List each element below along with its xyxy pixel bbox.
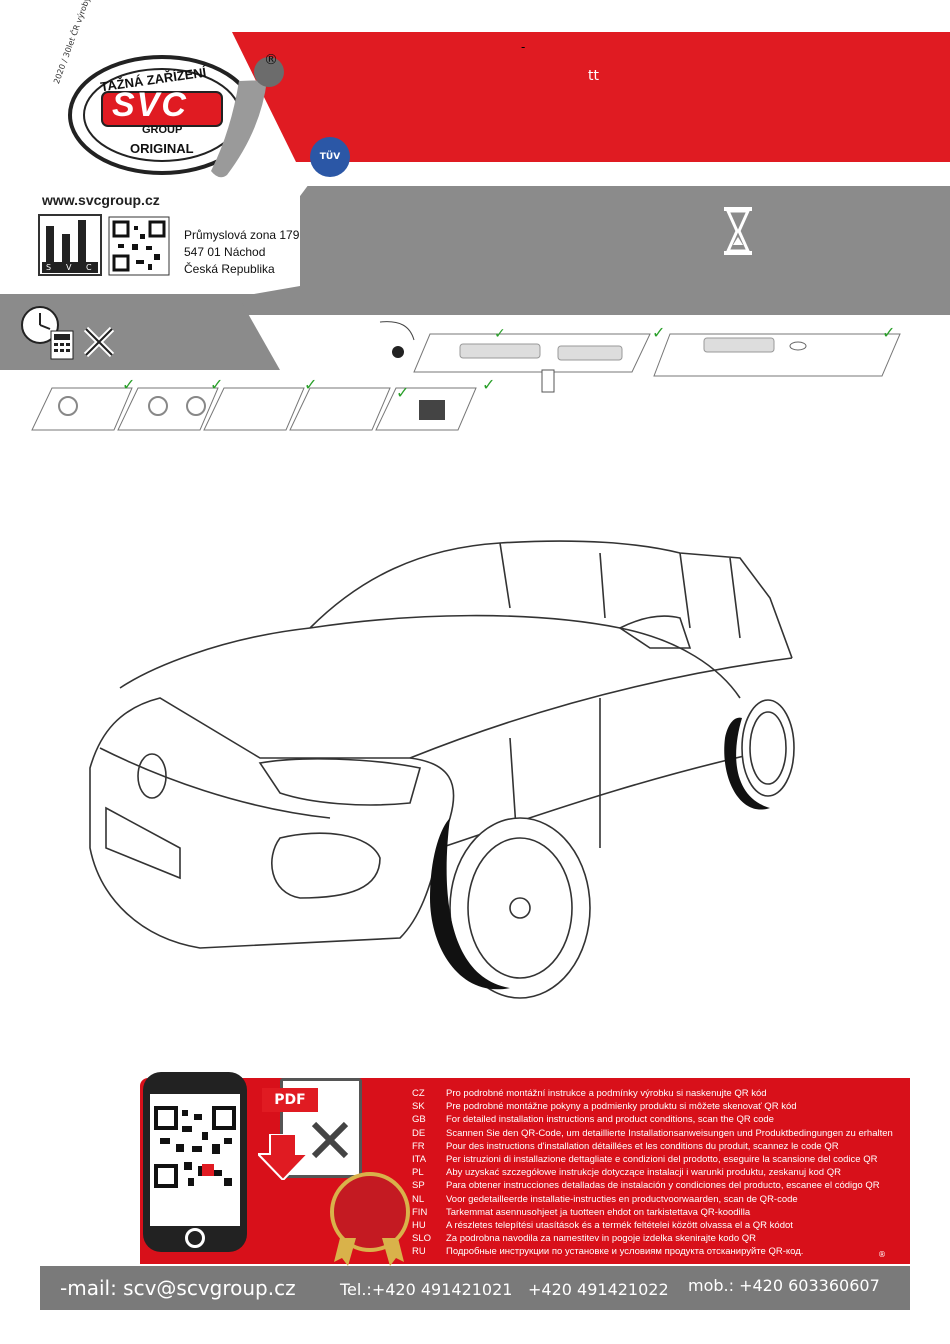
address-line-1: Průmyslová zona 179 [184, 228, 300, 242]
instruction-text: Pre podrobné montážne pokyny a podmienky… [446, 1101, 797, 1113]
factory-letter-v: V [66, 263, 72, 272]
seal-ribbon-icon [334, 1238, 404, 1266]
phone-qr-code[interactable] [152, 1104, 238, 1190]
instruction-text: Aby uzyskać szczegółowe instrukcje dotyc… [446, 1167, 841, 1179]
brand-name-text: SVC [112, 86, 188, 124]
steps-row-2: ✓ ✓ ✓ ✓ ✓ [31, 378, 495, 431]
language-code: NL [412, 1193, 425, 1205]
svg-text:✓: ✓ [882, 323, 895, 342]
language-code: SP [412, 1180, 425, 1192]
banner-dash: - [521, 40, 526, 54]
instruction-text: Voor gedetailleerde installatie-instruct… [446, 1193, 798, 1205]
instruction-text: For detailed installation instructions a… [446, 1114, 774, 1126]
svg-text:✓: ✓ [210, 378, 223, 394]
steps-row-1: ✓ ✓ ✓ [379, 321, 901, 393]
language-code: FIN [412, 1206, 428, 1218]
phone-home-button [185, 1228, 205, 1248]
footer-email[interactable]: -mail: scv@scvgroup.cz [60, 1276, 296, 1300]
registered-mark: ® [264, 52, 278, 68]
banner-tt: tt [588, 68, 599, 84]
instruction-text: Scannen Sie den QR-Code, um detaillierte… [446, 1127, 893, 1139]
svg-text:✓: ✓ [652, 323, 665, 342]
tuv-badge: TÜV [310, 137, 350, 177]
brand-group-text: GROUP [142, 124, 183, 136]
clock-icon [21, 306, 59, 344]
language-code: GB [412, 1114, 426, 1126]
instruction-row: SLO Za podrobna navodila za namestitev in… [412, 1233, 756, 1244]
instruction-row: RU Подробные инструкции по установке и ус… [412, 1246, 803, 1257]
instruction-text: Za podrobna navodila za namestitev in po… [446, 1233, 756, 1245]
svg-text:✓: ✓ [482, 378, 495, 394]
instruction-row: FR Pour des instructions d'installation d… [412, 1141, 839, 1152]
instruction-row: GB For detailed installation instructions… [412, 1114, 774, 1125]
address-line-3: Česká Republika [184, 262, 275, 276]
language-code: FR [412, 1140, 425, 1152]
contact-footer [40, 1266, 910, 1310]
address-line-2: 547 01 Náchod [184, 245, 266, 259]
instruction-row: ITA Per istruzioni di installazione detta… [412, 1154, 877, 1165]
car-tires [430, 717, 770, 990]
language-code: CZ [412, 1088, 425, 1099]
website-text[interactable]: www.svcgroup.cz [42, 192, 160, 208]
calculator-icon [50, 330, 74, 360]
language-code: ITA [412, 1154, 427, 1165]
tools-icon [83, 326, 115, 358]
car-illustration [89, 540, 795, 999]
instruction-row: CZ Pro podrobné montážní instrukce a podm… [412, 1088, 767, 1099]
download-arrow-icon [258, 1134, 308, 1180]
instruction-row: SK Pre podrobné montážne pokyny a podmien… [412, 1101, 797, 1112]
wrench-icon [311, 1121, 349, 1159]
instruction-text: Per istruzioni di installazione dettagli… [446, 1154, 878, 1165]
factory-letter-c: C [86, 263, 92, 272]
language-code: PL [412, 1167, 424, 1179]
language-code: SK [412, 1101, 425, 1113]
instruction-row: SP Para obtener instrucciones detalladas … [412, 1180, 880, 1191]
svg-text:✓: ✓ [122, 378, 135, 394]
language-code: DE [412, 1127, 426, 1139]
svg-text:✓: ✓ [396, 383, 409, 402]
language-code: SLO [412, 1233, 432, 1245]
instruction-text: Подробные инструкции по установке и усло… [446, 1246, 804, 1258]
instruction-row: NL Voor gedetailleerde installatie-instru… [412, 1194, 798, 1205]
red-header-banner [232, 32, 950, 162]
footer-mobile[interactable]: mob.: +420 603360607 [688, 1276, 880, 1295]
pdf-label: PDF [262, 1088, 318, 1112]
instruction-text: Pour des instructions d'installation dét… [446, 1140, 839, 1152]
instruction-text: Tarkemmat asennusohjeet ja tuotteen ehdo… [446, 1206, 751, 1218]
company-address: Průmyslová zona 179 547 01 Náchod Česká … [184, 227, 299, 278]
hourglass-icon [724, 207, 752, 255]
footer-tel[interactable]: Tel.:+420 491421021 [340, 1280, 513, 1299]
language-code: HU [412, 1220, 426, 1231]
svc-logo [68, 55, 284, 178]
instructions-registered-mark: ® [878, 1250, 886, 1259]
brand-bottom-text: ORIGINAL [130, 141, 194, 156]
instruction-row: PL Aby uzyskać szczegółowe instrukcje dot… [412, 1167, 841, 1178]
instruction-row: DE Scannen Sie den QR-Code, um detaillier… [412, 1128, 893, 1139]
instruction-row: HU A részletes telepítési utasítások és a… [412, 1220, 793, 1231]
instruction-row: FIN Tarkemmat asennusohjeet ja tuotteen e… [412, 1207, 750, 1218]
instruction-text: Pro podrobné montážní instrukce a podmín… [446, 1088, 767, 1099]
factory-icon [38, 214, 102, 276]
factory-letter-s: S [46, 263, 52, 272]
qr-code-icon[interactable] [108, 216, 170, 276]
svg-text:✓: ✓ [304, 378, 317, 394]
footer-tel-2[interactable]: +420 491421022 [528, 1280, 669, 1299]
instruction-text: A részletes telepítési utasítások és a t… [446, 1220, 793, 1231]
language-code: RU [412, 1246, 426, 1258]
svg-text:✓: ✓ [494, 326, 506, 342]
instruction-text: Para obtener instrucciones detalladas de… [446, 1180, 880, 1192]
